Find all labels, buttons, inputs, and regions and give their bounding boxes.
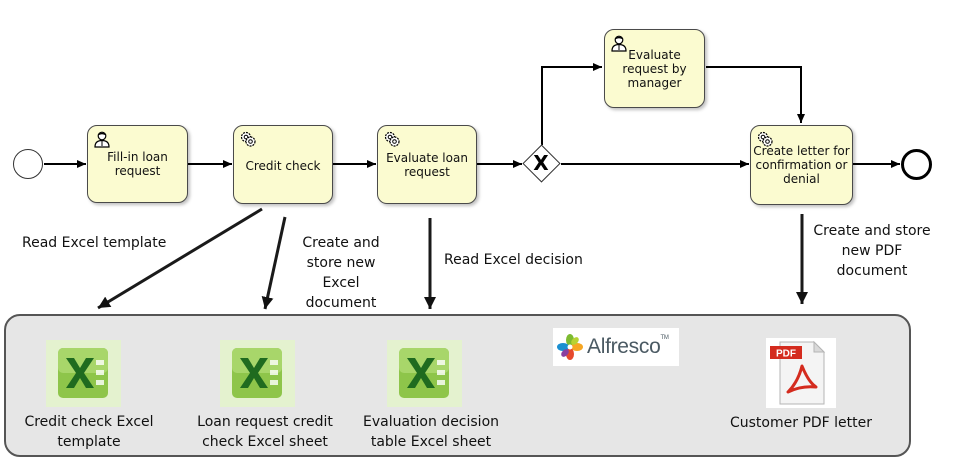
task-label: Evaluate request by manager	[622, 47, 687, 90]
assoc-read-template	[97, 207, 263, 310]
gateway-x-icon: X	[533, 151, 549, 175]
excel-icon	[220, 340, 295, 407]
annotation-create-excel-document: Create and store new Excel document	[302, 235, 380, 311]
task-create-letter[interactable]: Create letter for confirmation or denial	[750, 125, 853, 205]
doc-label-evaluation-decision-table: Evaluation decision table Excel sheet	[362, 414, 500, 450]
flow-gateway-to-manager	[541, 63, 602, 145]
gear-icon	[384, 131, 400, 147]
alfresco-logo: AlfrescoTM	[553, 328, 679, 366]
task-evaluate-loan-request[interactable]: Evaluate loan request	[377, 125, 477, 204]
assoc-create-excel	[261, 216, 287, 310]
doc-label-customer-pdf-letter: Customer PDF letter	[729, 415, 873, 431]
annotation-read-excel-template: Read Excel template	[22, 235, 167, 251]
annotation-create-pdf-document: Create and store new PDF document	[813, 223, 931, 279]
task-label: Credit check	[245, 159, 321, 173]
flow-manager-to-letter	[706, 66, 805, 123]
data-associations	[97, 207, 808, 310]
task-evaluate-request-by-manager[interactable]: Evaluate request by manager	[604, 29, 705, 108]
alfresco-flower-icon	[557, 334, 583, 360]
annotation-read-excel-decision: Read Excel decision	[444, 252, 583, 268]
task-fill-in-loan-request[interactable]: Fill-in loan request	[87, 125, 188, 203]
alfresco-wordmark: AlfrescoTM	[587, 335, 669, 358]
excel-icon	[387, 340, 462, 407]
task-credit-check[interactable]: Credit check	[233, 125, 333, 204]
task-label: Evaluate loan request	[386, 150, 468, 179]
pdf-badge-text: PDF	[776, 349, 796, 360]
sequence-flow-lines	[44, 63, 900, 168]
excel-icon	[46, 340, 121, 407]
start-event[interactable]	[13, 149, 43, 179]
doc-label-loan-request-sheet: Loan request credit check Excel sheet	[197, 414, 333, 450]
user-icon	[94, 131, 110, 148]
task-label: Fill-in loan request	[107, 150, 168, 178]
gear-icon	[757, 131, 773, 147]
user-icon	[611, 35, 627, 52]
doc-label-credit-check-template: Credit check Excel template	[24, 414, 154, 450]
gear-icon	[240, 131, 256, 147]
task-label: Create letter for confirmation or denial	[753, 144, 850, 186]
pdf-icon: PDF	[766, 338, 836, 408]
end-event[interactable]	[901, 149, 932, 180]
